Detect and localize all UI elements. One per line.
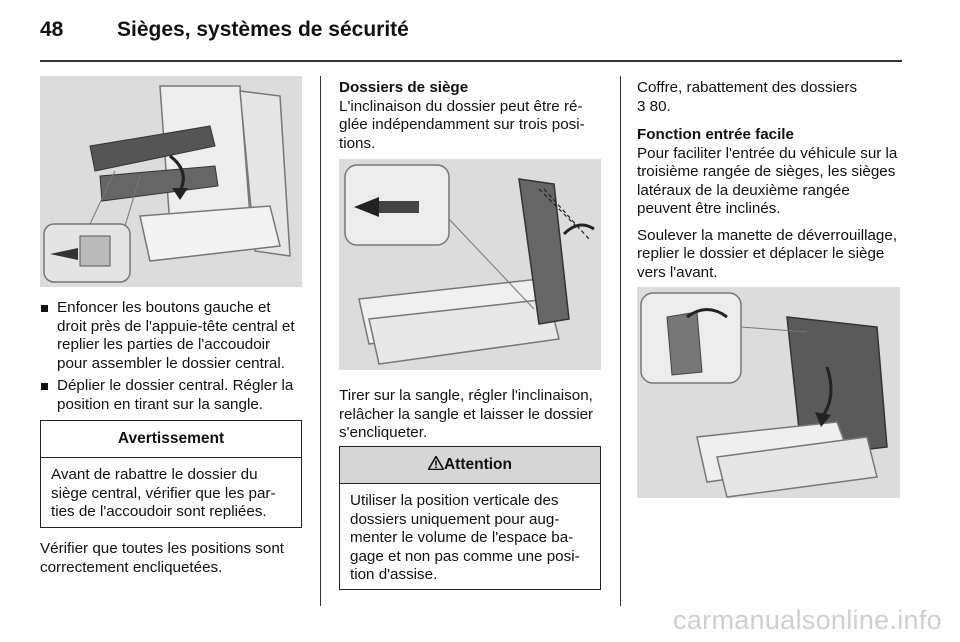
closing-text: Vérifier que toutes les positions sont c… [40,540,284,576]
easy-entry-text: Pour faciliter l'entrée du véhicule sur … [637,144,898,218]
warning-box: Avertissement Avant de rabattre le dossi… [40,420,302,528]
intro-text: L'inclinaison du dossier peut être ré­gl… [339,97,585,152]
page-number: 48 [40,18,64,41]
backrest-illustration [339,159,601,370]
backrest-caption: Tirer sur la sangle, régler l'inclinaiso… [339,387,594,441]
list-item: Déplier le dossier central. Régler la po… [40,377,304,414]
section-heading: Fonction entrée facile [637,126,794,143]
armrest-illustration [40,76,302,287]
list-item: Enfoncer les boutons gauche et droit prè… [40,299,304,373]
watermark: carmanualsonline.info [673,605,942,635]
warning-triangle-icon [427,448,445,471]
attention-box: Attention Utiliser la position verticale… [339,446,601,590]
column-divider-2 [620,76,621,606]
header-rule [40,60,902,62]
attention-text: Utiliser la position verticale des dossi… [350,492,580,583]
instruction-list: Enfoncer les boutons gauche et droit prè… [40,299,304,414]
page-title: Sièges, systèmes de sécurité [117,18,409,41]
column-divider-1 [320,76,321,606]
section-heading: Dossiers de siège [339,79,469,96]
warning-text: Avant de rabattre le dossier du siège ce… [51,466,276,520]
easy-entry-illustration [637,287,900,498]
warning-title: Avertissement [41,421,301,458]
attention-title: Attention [340,447,600,484]
easy-entry-instructions: Soulever la manette de déverrouil­lage, … [637,226,898,281]
